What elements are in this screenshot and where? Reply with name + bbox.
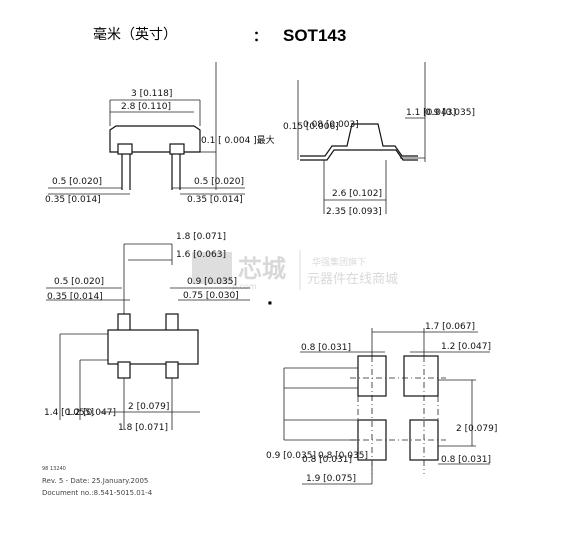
fp-pad-c: 0.8 [0.031]: [302, 455, 352, 465]
watermark-logo-shape: [192, 252, 232, 284]
top-span-2: 1.6 [0.063]: [176, 250, 226, 260]
footprint-view: ■ 1.7 [0.067] 0.8 [0.031] 1.2 [0.047] 2 …: [266, 300, 497, 485]
end-width-2: 2.35 [0.093]: [326, 207, 382, 217]
top-view: 1.8 [0.071] 1.6 [0.063] 0.5 [0.020] 0.35…: [44, 232, 250, 433]
side-top-width-2: 2.8 [0.110]: [121, 102, 171, 112]
watermark-line1: 华强集团旗下: [312, 256, 366, 268]
top-lead-right-1: 0.9 [0.035]: [187, 277, 237, 287]
fp-height: 2 [0.079]: [456, 424, 497, 434]
footer-code: 98 13240: [42, 466, 66, 472]
fp-pad-b: 0.8 [0.035]: [318, 451, 368, 461]
top-height-1: 1.4 [0.055]: [44, 408, 94, 418]
top-lead-left-2: 0.35 [0.014]: [47, 292, 103, 302]
top-pitch-2: 1.8 [0.071]: [118, 423, 168, 433]
units-label: 毫米（英寸）: [93, 26, 177, 43]
watermark-line2: 元器件在线商城: [307, 272, 398, 287]
side-view: 3 [0.118] 2.8 [0.110] 0.1 [ 0.004 ]最大 0.…: [45, 62, 275, 205]
footprint-marker: ■: [268, 300, 272, 305]
watermark-brand: 芯城: [238, 255, 286, 283]
footer-document: Document no.:8.541-5015.01-4: [42, 489, 153, 497]
fp-pad-d: 0.8 [0.031]: [441, 455, 491, 465]
header-colon: ：: [253, 29, 267, 45]
top-height-2: 1.2 [0.047]: [66, 408, 116, 418]
side-lead-right-1: 0.5 [0.020]: [194, 177, 244, 187]
top-lead-right-2: 0.75 [0.030]: [183, 291, 239, 301]
watermark-site: p.com: [232, 282, 257, 291]
footer-revision: Rev. 5 - Date: 25.January.2005: [42, 477, 148, 485]
fp-total: 1.9 [0.075]: [306, 474, 356, 484]
fp-top-span: 1.7 [0.067]: [425, 322, 475, 332]
fp-pad-a: 0.9 [0.035]: [266, 451, 316, 461]
end-height-2: 0.9 [0.035]: [425, 108, 475, 118]
end-lead-thick-1: 0.15 [0.006]: [283, 122, 339, 132]
package-title: SOT143: [283, 26, 346, 45]
watermark: 芯城 p.com 华强集团旗下 元器件在线商城: [192, 250, 398, 291]
footer: 98 13240 Rev. 5 - Date: 25.January.2005 …: [42, 466, 153, 497]
top-pitch-1: 2 [0.079]: [128, 402, 169, 412]
end-width-1: 2.6 [0.102]: [332, 189, 382, 199]
side-lead-left-2: 0.35 [0.014]: [45, 195, 101, 205]
top-span-1: 1.8 [0.071]: [176, 232, 226, 242]
side-top-width-1: 3 [0.118]: [131, 89, 172, 99]
end-view: 1.1 [0.043] 0.9 [0.035] 0.15 [0.006] 0.0…: [283, 62, 475, 217]
end-height: 1.1 [0.043]: [406, 108, 456, 118]
end-lead-thick-2: 0.08 [0.003]: [303, 120, 359, 130]
side-lead-right-2: 0.35 [0.014]: [187, 195, 243, 205]
top-lead-left-1: 0.5 [0.020]: [54, 277, 104, 287]
side-height-note: 0.1 [ 0.004 ]最大: [201, 134, 275, 146]
side-lead-left-1: 0.5 [0.020]: [52, 177, 102, 187]
fp-pad-width-left: 0.8 [0.031]: [301, 343, 351, 353]
fp-pad-height-right: 1.2 [0.047]: [441, 342, 491, 352]
